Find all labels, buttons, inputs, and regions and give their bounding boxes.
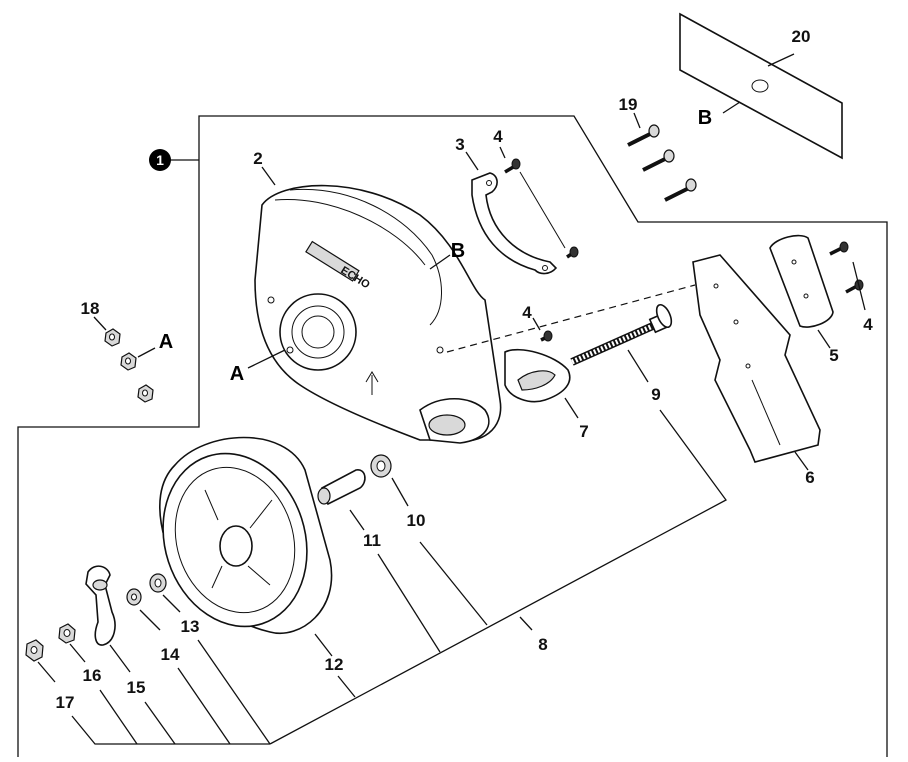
- callout-10: 10: [407, 511, 426, 530]
- guard-part-2: ECHO: [254, 184, 502, 444]
- leader-10: [391, 477, 409, 507]
- leader-13: [162, 594, 181, 613]
- leader-12: [314, 633, 333, 657]
- washer-part-13: [149, 573, 167, 593]
- assembly-boundary: [198, 115, 888, 757]
- leader-b-blade: [722, 101, 741, 114]
- callout-9: 9: [651, 385, 660, 404]
- ref-letter-b-guard: B: [451, 240, 465, 262]
- leader-3: [465, 151, 479, 171]
- callout-8: 8: [538, 635, 547, 654]
- callout-16: 16: [83, 666, 102, 685]
- blade-part-20: [679, 12, 843, 160]
- callout-11: 11: [363, 531, 381, 550]
- kit-bracket-8: [269, 409, 727, 745]
- screws-part-4-upper: [504, 158, 579, 259]
- leader-4-right: [852, 261, 866, 311]
- bolt-part-9: [570, 303, 673, 366]
- leader-17: [37, 661, 56, 683]
- bracket-part-3: [471, 172, 558, 275]
- pad-part-5: [769, 234, 834, 328]
- callout-7: 7: [579, 422, 588, 441]
- leader-19: [633, 112, 641, 129]
- kit-line-10: [419, 541, 488, 626]
- leader-b-guard: [429, 254, 451, 270]
- collector-bottom: [71, 715, 270, 745]
- bolts-part-19: [627, 124, 697, 202]
- washer-part-14: [126, 588, 142, 606]
- collector-13: [197, 639, 271, 745]
- leader-a-nuts: [137, 347, 156, 358]
- leader-7: [564, 397, 579, 419]
- callout-3: 3: [455, 135, 464, 154]
- ref-letter-b-blade: B: [698, 107, 712, 129]
- callout-14: 14: [161, 645, 180, 664]
- ref-letter-a-guard: A: [230, 363, 244, 385]
- wheel-part-12: [159, 436, 333, 635]
- callout-13: 13: [181, 617, 200, 636]
- nuts-part-18: [104, 328, 154, 403]
- alignment-line: [446, 284, 696, 353]
- callout-12: 12: [325, 655, 344, 674]
- leader-11: [349, 509, 365, 531]
- leader-8: [519, 616, 533, 631]
- leader-6: [794, 451, 809, 471]
- leader-a-guard: [247, 349, 286, 369]
- plate-part-7: [504, 348, 571, 403]
- assembly-boundary-lower: [17, 160, 200, 757]
- nut-part-16: [58, 623, 76, 644]
- leader-15: [109, 644, 131, 673]
- collector-14: [177, 667, 231, 745]
- collector-16: [99, 689, 138, 745]
- leader-2: [261, 166, 276, 186]
- leader-9: [627, 349, 649, 383]
- callout-20: 20: [792, 27, 811, 46]
- leader-14: [139, 609, 161, 631]
- nut-part-17: [25, 639, 44, 662]
- plate-part-6: [692, 254, 821, 463]
- knob-part-15: [85, 565, 116, 646]
- callout-5: 5: [829, 346, 838, 365]
- callout-15: 15: [127, 678, 146, 697]
- leader-20: [767, 53, 795, 67]
- leader-18: [93, 316, 107, 331]
- svg-text:1: 1: [156, 152, 164, 168]
- callout-4-upper: 4: [493, 127, 503, 146]
- kit-line-11: [377, 553, 441, 653]
- callout-6: 6: [805, 468, 814, 487]
- ref-letter-a-nuts: A: [159, 331, 173, 353]
- screw-part-4-middle: [540, 330, 553, 342]
- callout-17: 17: [56, 693, 75, 712]
- leader-5: [817, 329, 831, 349]
- assembly-badge: 1: [149, 149, 171, 171]
- callout-4-right: 4: [863, 315, 873, 334]
- callout-18: 18: [81, 299, 100, 318]
- washer-part-10: [370, 454, 392, 478]
- callout-19: 19: [619, 95, 638, 114]
- callout-4-middle: 4: [522, 303, 532, 322]
- leader-4-upper: [499, 146, 506, 159]
- leader-4-middle: [532, 317, 541, 331]
- screws-part-4-right: [829, 241, 864, 294]
- collector-15: [144, 701, 176, 745]
- spacer-part-11: [317, 469, 366, 506]
- callout-2: 2: [253, 149, 262, 168]
- kit-line-12: [337, 675, 356, 698]
- leader-16: [69, 643, 86, 663]
